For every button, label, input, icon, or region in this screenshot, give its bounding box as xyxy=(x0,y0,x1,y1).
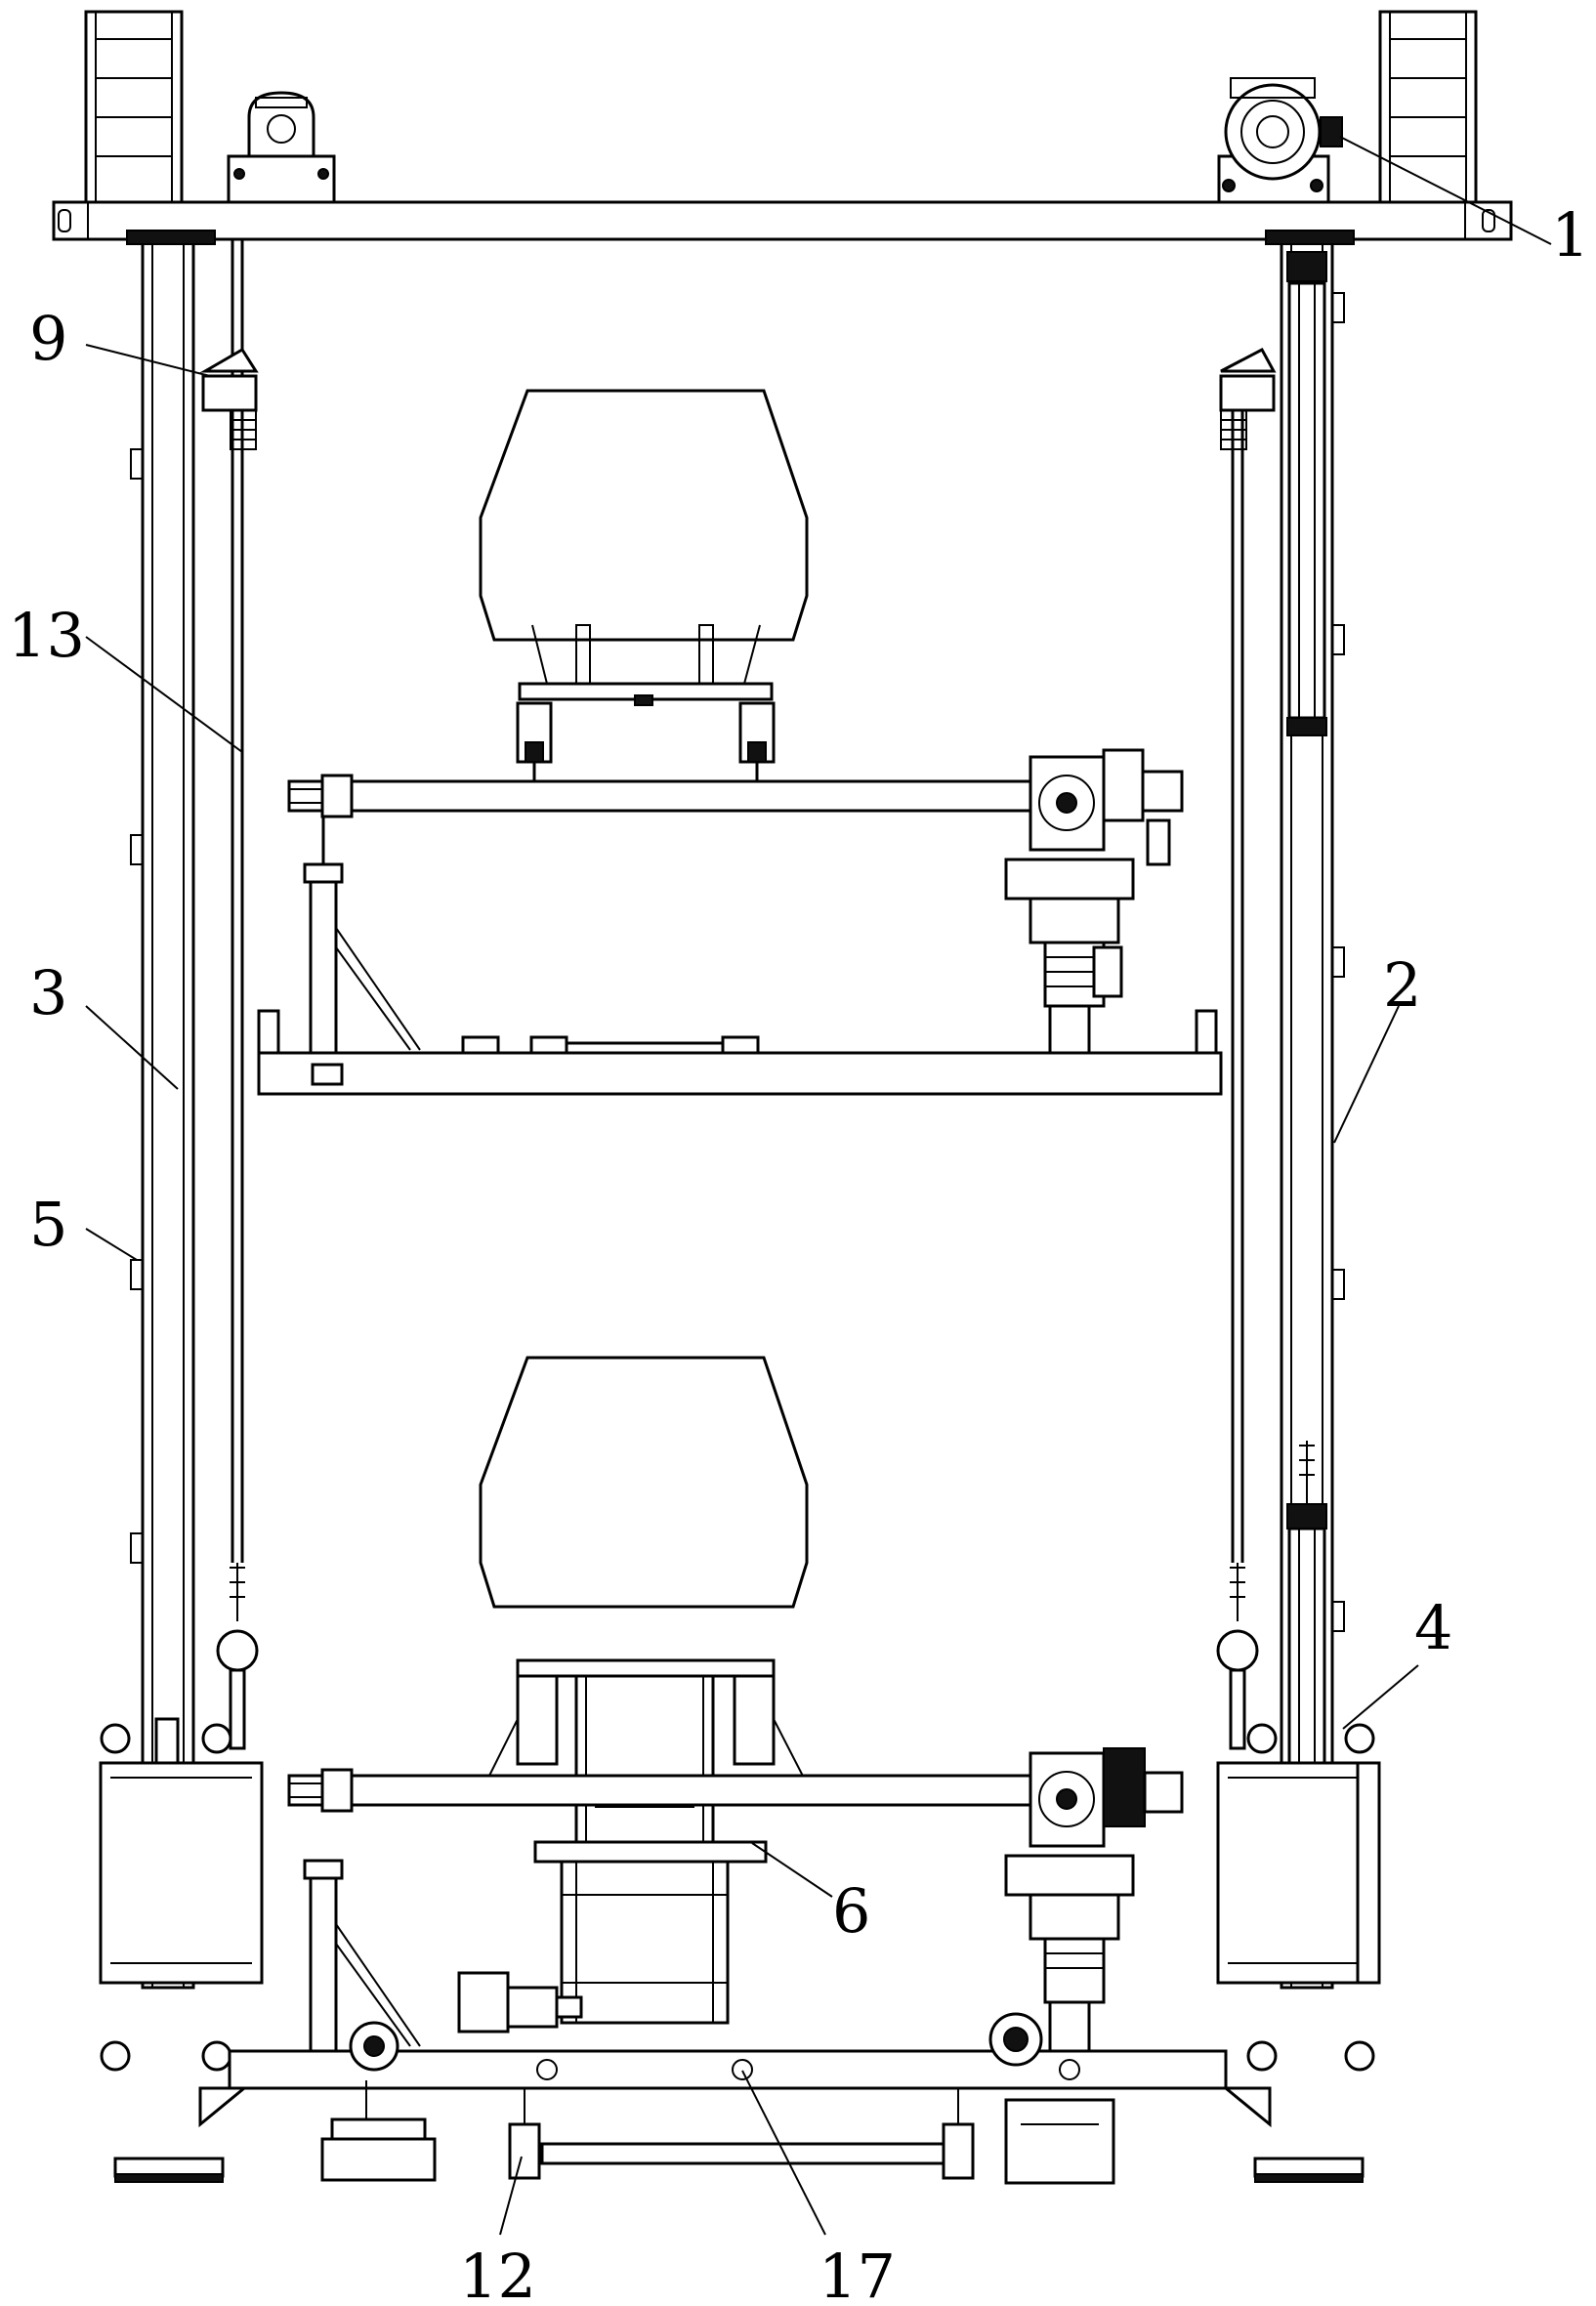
label-5: 5 xyxy=(29,1189,67,1260)
left-pulley-bracket xyxy=(199,347,259,450)
upper-shaft xyxy=(287,774,1033,818)
label-13: 13 xyxy=(8,600,85,671)
top-right-guard xyxy=(1378,10,1478,204)
top-drive-unit xyxy=(1217,77,1343,204)
label-17: 17 xyxy=(819,2241,896,2306)
lower-shaft xyxy=(287,1768,1033,1813)
lifting-table xyxy=(533,1840,768,2025)
right-lower-carriage xyxy=(1216,1723,1381,2072)
upper-clamp-fixture xyxy=(516,624,776,811)
label-1: 1 xyxy=(1551,199,1589,271)
right-pulley-bracket xyxy=(1219,347,1277,450)
upper-support-post xyxy=(303,817,421,1057)
sprocket-left xyxy=(349,2021,399,2072)
upper-gear-motor xyxy=(1004,748,1184,1057)
left-base-box xyxy=(320,2080,437,2182)
small-motor xyxy=(457,1971,583,2033)
leader-lines xyxy=(85,136,1552,2236)
top-beam xyxy=(52,200,1513,241)
left-guide-rod xyxy=(231,239,244,1563)
upper-hydraulic-cylinder xyxy=(1286,251,1327,736)
lifting-frame xyxy=(482,1658,811,1844)
top-left-guard xyxy=(84,10,184,204)
lower-connecting-beam xyxy=(508,2088,975,2180)
upper-workpiece xyxy=(479,389,809,642)
lower-support-post xyxy=(303,1859,421,2058)
left-column xyxy=(126,230,216,1990)
label-2: 2 xyxy=(1383,949,1421,1021)
left-pulley-hook xyxy=(216,1563,259,1750)
right-guide-rod xyxy=(1231,410,1244,1563)
upper-platform xyxy=(257,1009,1223,1096)
label-12: 12 xyxy=(459,2241,536,2306)
left-lower-carriage xyxy=(99,1717,264,2072)
right-pulley-hook xyxy=(1216,1563,1259,1750)
label-4: 4 xyxy=(1414,1592,1452,1663)
label-6: 6 xyxy=(832,1875,870,1947)
right-foot xyxy=(1253,2157,1365,2183)
lower-gear-motor xyxy=(1004,1747,1184,2053)
lower-workpiece xyxy=(479,1356,809,1609)
label-3: 3 xyxy=(29,957,67,1028)
base-frame xyxy=(198,2049,1272,2128)
sprocket-right xyxy=(988,2012,1043,2067)
label-9: 9 xyxy=(29,303,67,374)
pillow-block-bearing xyxy=(227,91,336,204)
right-base-box xyxy=(1004,2098,1115,2185)
left-foot xyxy=(113,2157,225,2183)
